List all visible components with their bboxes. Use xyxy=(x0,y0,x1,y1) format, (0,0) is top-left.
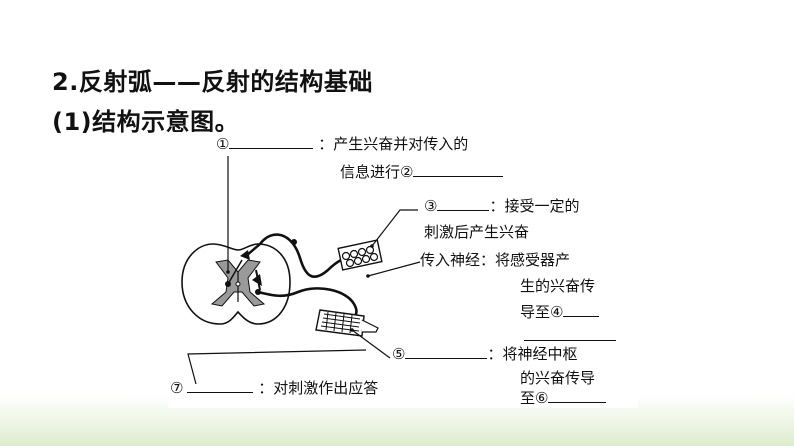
label-1-text: ：产生兴奋并对传入的 xyxy=(318,135,469,153)
label-3-text: ：接受一定的 xyxy=(489,197,580,215)
interneuron xyxy=(225,243,262,295)
label-afferent-nerve: 传入神经：将感受器产 xyxy=(420,250,570,270)
answer-blank-6 xyxy=(548,388,607,403)
leader-lines xyxy=(187,156,421,385)
label-receptor-line2: 刺激后产生兴奋 xyxy=(424,222,529,242)
label-efferent-line3: 至⑥ xyxy=(520,388,607,408)
effector-muscle xyxy=(315,309,379,337)
receptor xyxy=(337,239,383,271)
answer-blank-3 xyxy=(437,196,490,211)
marker-7: ⑦ xyxy=(170,379,184,397)
label-afferent-line4 xyxy=(524,326,616,346)
label-afferent-line3: 导至④ xyxy=(520,302,600,322)
subsection-heading: (1)结构示意图。 xyxy=(52,108,240,136)
label-afferent-text: 传入神经：将感受器产 xyxy=(420,251,571,269)
marker-5: ⑤ xyxy=(392,345,406,363)
answer-blank-4-cont xyxy=(524,326,616,341)
dorsal-root-ganglion xyxy=(291,239,297,245)
reflex-arc-drawing xyxy=(181,156,421,385)
label-neural-center-line2: 信息进行② xyxy=(340,162,504,182)
label-5-text-2: 的兴奋传导 xyxy=(520,369,596,387)
label-effector: ⑦ ：对刺激作出应答 xyxy=(170,378,378,398)
spinal-cord-section xyxy=(181,243,291,325)
label-3-text-2: 刺激后产生兴奋 xyxy=(424,223,530,241)
label-efferent-nerve: ⑤ ：将神经中枢 xyxy=(392,344,577,364)
label-5-text: ：将神经中枢 xyxy=(487,345,578,363)
answer-blank-5 xyxy=(405,344,488,359)
label-efferent-line2: 的兴奋传导 xyxy=(520,368,595,388)
label-afferent-line2: 生的兴奋传 xyxy=(520,276,595,296)
marker-3: ③ xyxy=(424,197,438,215)
label-afferent-text-2: 生的兴奋传 xyxy=(520,277,596,295)
answer-blank-7 xyxy=(187,378,254,393)
reflex-arc-diagram: ① ：产生兴奋并对传入的 信息进行② ③ ：接受一定的 刺激后产生兴奋 传入神经：… xyxy=(168,132,638,408)
label-5-text-3: 至⑥ xyxy=(520,389,549,407)
label-neural-center: ① ：产生兴奋并对传入的 xyxy=(216,134,468,154)
label-receptor: ③ ：接受一定的 xyxy=(424,196,579,216)
answer-blank-2 xyxy=(413,162,504,177)
answer-blank-4 xyxy=(563,302,600,317)
answer-blank-1 xyxy=(229,134,314,149)
label-afferent-text-3: 导至④ xyxy=(520,303,564,321)
marker-1: ① xyxy=(216,135,230,153)
label-7-text: ：对刺激作出应答 xyxy=(258,379,379,397)
label-1-text-2: 信息进行② xyxy=(340,163,414,181)
leader-arrows xyxy=(226,244,374,332)
section-heading: 2.反射弧——反射的结构基础 xyxy=(52,68,373,96)
